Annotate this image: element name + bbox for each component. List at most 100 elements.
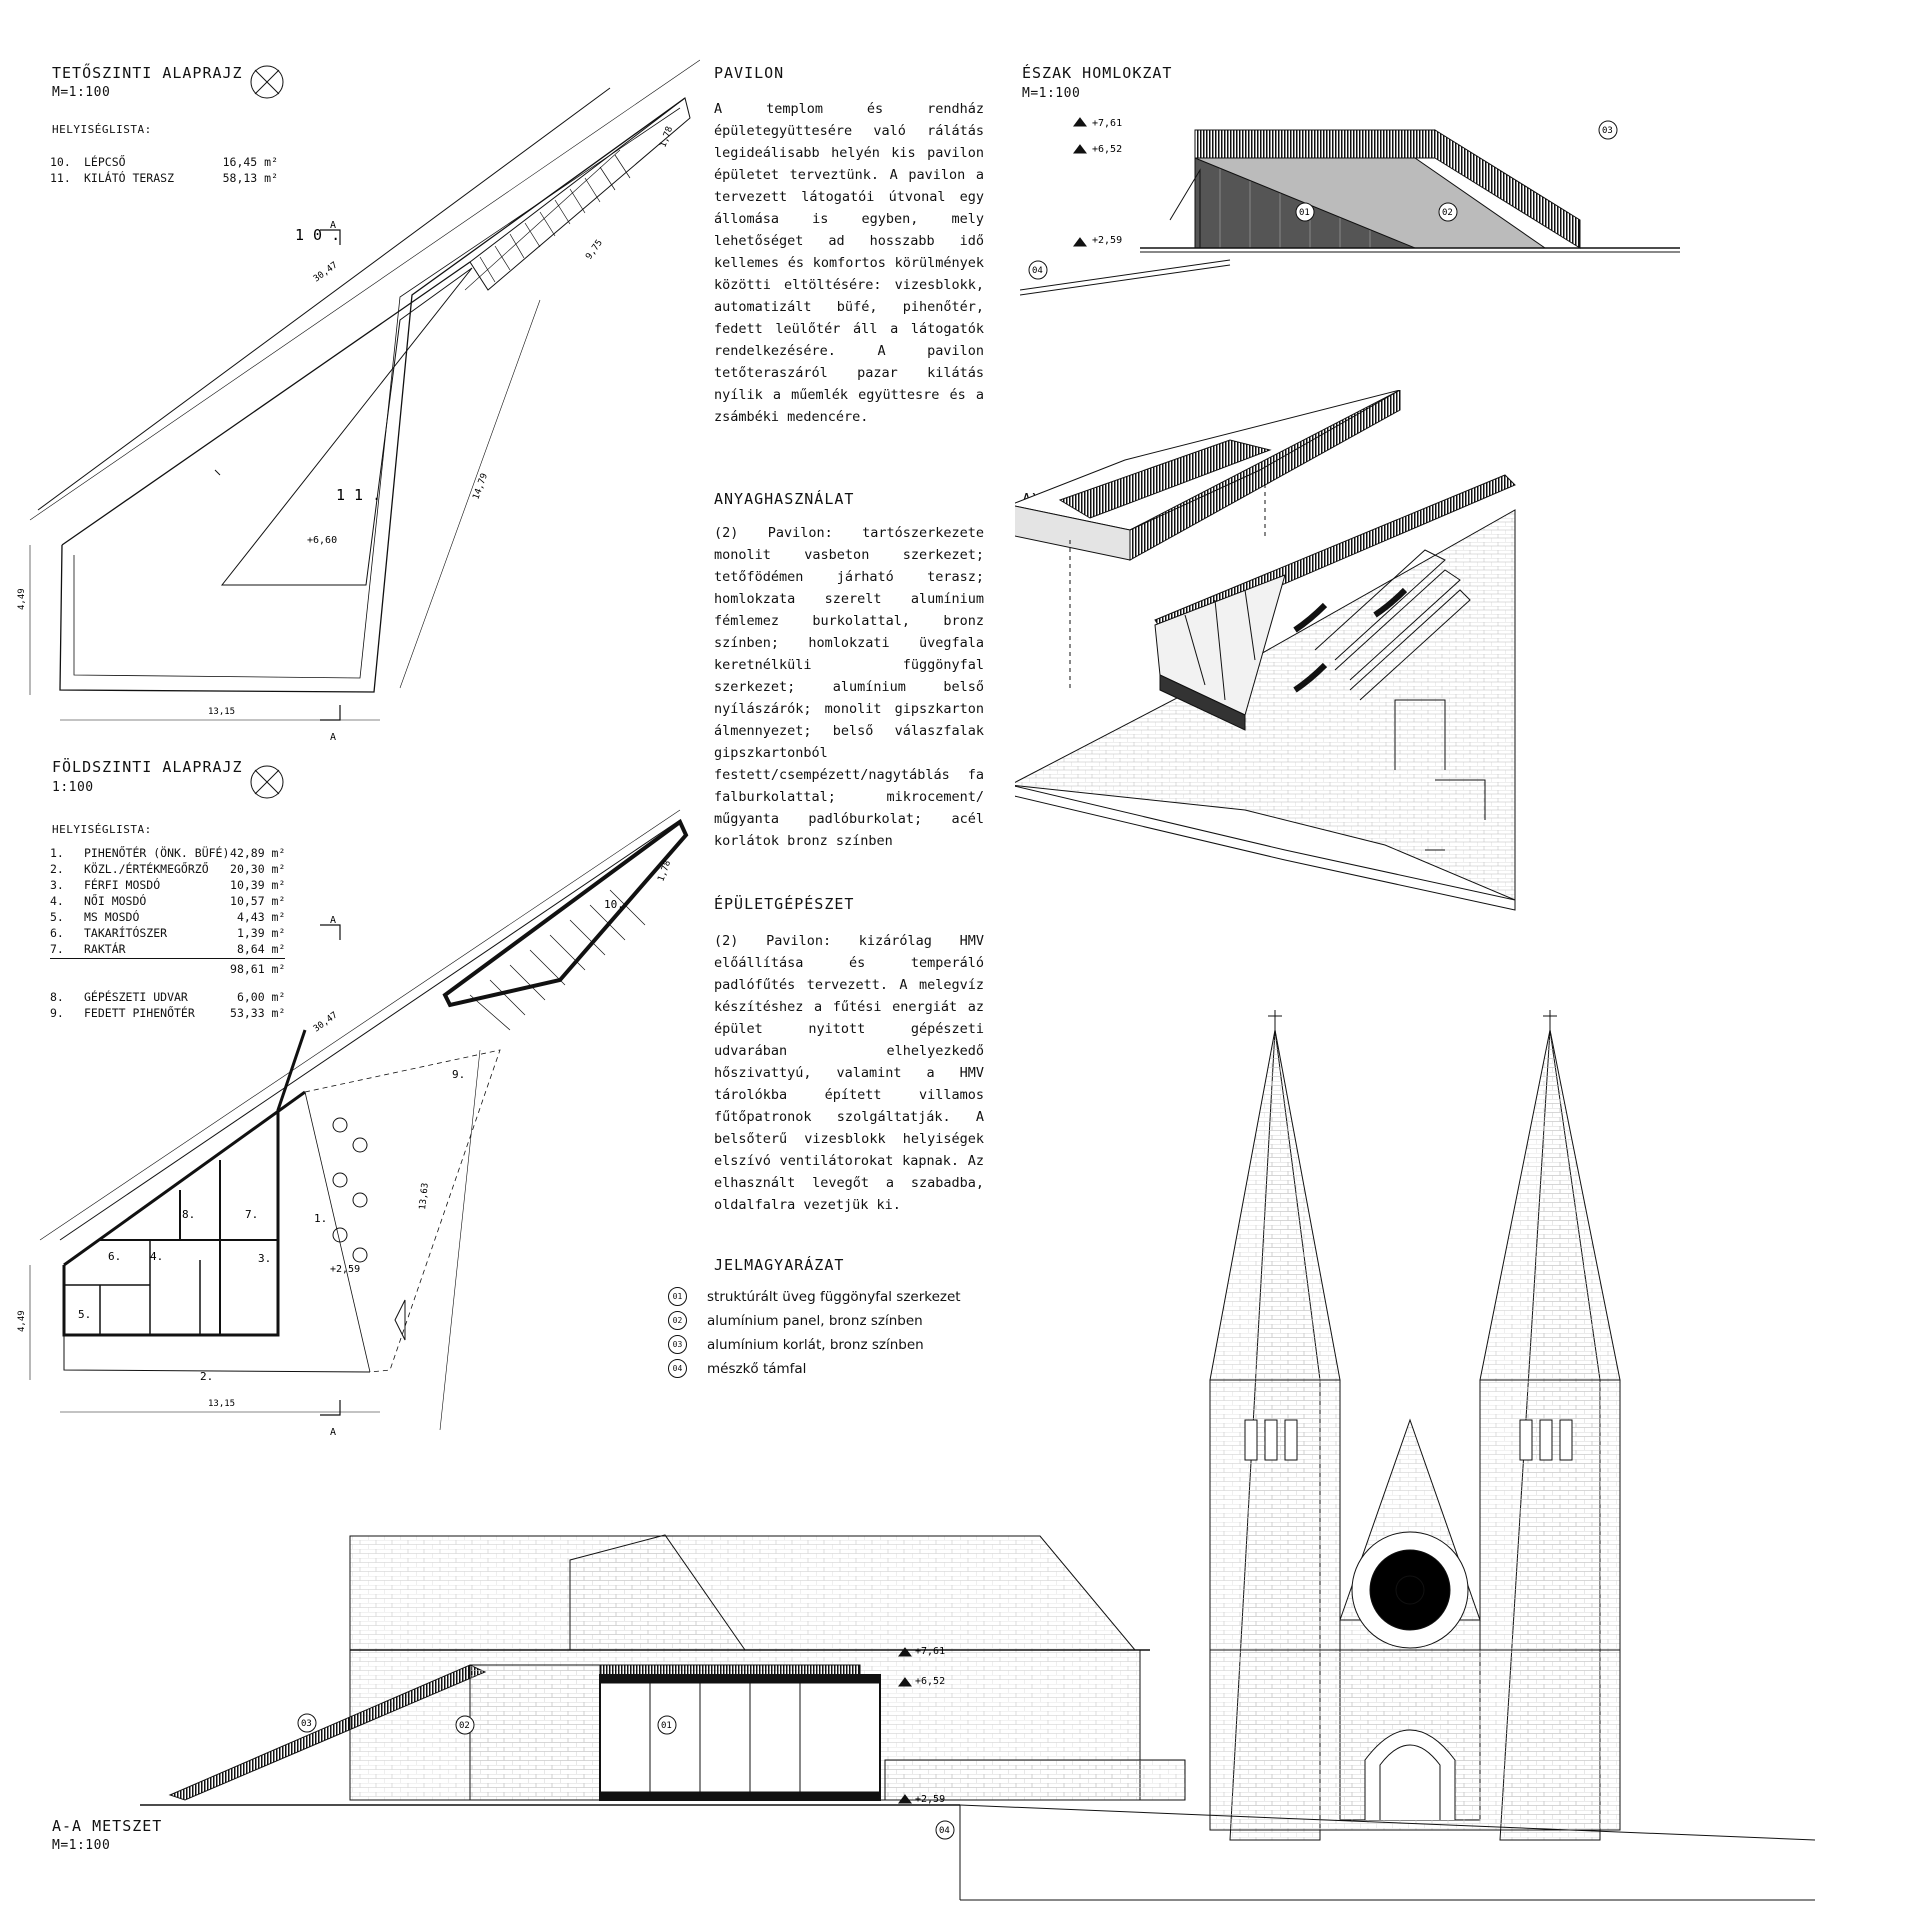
section-mark-label: A [330, 915, 336, 926]
room-area: 10,57 m² [230, 894, 286, 908]
section-level: +2,59 [915, 1794, 945, 1805]
room-number: 5. [50, 910, 64, 924]
section-drawing: +7,61 +6,52 +2,59 01 02 03 04 [140, 1010, 1816, 1901]
room-number: 4. [50, 894, 64, 908]
roof-dim-short: 1,78 [658, 125, 675, 149]
roof-plan-roomlist-title: HELYISÉGLISTA: [52, 123, 152, 136]
room-area: 10,39 m² [230, 878, 286, 892]
room-label-4: 4. [150, 1250, 163, 1263]
section-mark-label: A [330, 220, 336, 231]
section-level: +6,52 [915, 1676, 945, 1687]
room-name: GÉPÉSZETI UDVAR [84, 990, 188, 1004]
section-scale: M=1:100 [52, 1838, 111, 1853]
elevation-level: +2,59 [1092, 235, 1122, 246]
room-name: KÖZL./ÉRTÉKMEGŐRZŐ [84, 862, 209, 876]
section-level: +7,61 [915, 1646, 945, 1657]
legend-label: alumínium korlát, bronz színben [707, 1336, 924, 1353]
room-area: 4,43 m² [236, 910, 286, 924]
tag-01: 01 [661, 1721, 672, 1731]
materials-title: ANYAGHASZNÁLAT [714, 490, 855, 508]
roof-plan-room-table: 10. LÉPCSŐ 16,45 m² 11. KILÁTÓ TERASZ 58,13 … [50, 155, 278, 187]
roof-plan-drawing: 1 0 . 1 1 . +6,60 30,47 1,78 9,75 14,79 … [17, 59, 700, 743]
tag-04: 04 [939, 1826, 950, 1836]
roof-dim-left: 4,49 [17, 588, 27, 610]
room-area: 58,13 m² [222, 171, 278, 185]
roof-dim-mid: 9,75 [584, 238, 605, 262]
room-area: 53,33 m² [230, 1006, 286, 1020]
room-area: 42,89 m² [230, 846, 286, 860]
room-label-10: 10. [604, 898, 624, 911]
tag-02: 02 [459, 1721, 470, 1731]
roof-dim-bottom: 13,15 [208, 707, 235, 717]
room-label-7: 7. [245, 1208, 258, 1221]
room-name: PIHENŐTÉR (ÖNK. BÜFÉ) [84, 846, 230, 860]
pavilon-text: A templom és rendház épületegyüttesére v… [714, 101, 984, 425]
room-row: 11. KILÁTÓ TERASZ 58,13 m² [50, 171, 278, 187]
room-name: FÉRFI MOSDÓ [84, 878, 161, 892]
roof-plan-title: TETŐSZINTI ALAPRAJZ [52, 64, 243, 82]
room-name: RAKTÁR [84, 942, 126, 956]
ground-plan-title: FÖLDSZINTI ALAPRAJZ [52, 758, 243, 776]
room-number: 1. [50, 846, 64, 860]
room-label-1: 1. [314, 1212, 327, 1225]
legend-label: mészkő támfal [707, 1360, 807, 1377]
roof-terrace-label: 1 1 . [336, 486, 381, 504]
room-label-9: 9. [452, 1068, 465, 1081]
room-row: 1. PIHENŐTÉR (ÖNK. BÜFÉ)42,89 m² [50, 846, 285, 862]
room-name: LÉPCSŐ [84, 155, 126, 169]
room-area: 6,00 m² [236, 990, 286, 1004]
room-area: 16,45 m² [222, 155, 278, 169]
ground-dim-left: 4,49 [17, 1310, 27, 1332]
room-name: NŐI MOSDÓ [84, 894, 147, 908]
room-row: 5. MS MOSDÓ 4,43 m² [50, 910, 285, 926]
elevation-level: +6,52 [1092, 144, 1122, 155]
room-number: 10. [50, 155, 71, 169]
axonometry-drawing [1015, 390, 1516, 911]
tag-03: 03 [1602, 126, 1613, 136]
room-number: 7. [50, 942, 64, 956]
room-name: KILÁTÓ TERASZ [84, 171, 175, 185]
section-mark-label: A [330, 1427, 336, 1438]
tag-01: 01 [1299, 208, 1310, 218]
rooms-subtotal: 98,61 m² [230, 962, 286, 976]
legend-item: 03 alumínium korlát, bronz színben [668, 1335, 961, 1354]
north-elevation-scale: M=1:100 [1022, 86, 1081, 101]
room-row: 6. TAKARÍTÓSZER 1,39 m² [50, 926, 285, 942]
room-label-8: 8. [182, 1208, 195, 1221]
room-area: 1,39 m² [236, 926, 286, 940]
pavilon-title: PAVILON [714, 64, 785, 82]
section-title: A-A METSZET [52, 1817, 163, 1835]
ground-level-label: +2,59 [330, 1264, 360, 1275]
legend-badge: 03 [668, 1335, 687, 1354]
room-label-6: 6. [108, 1250, 121, 1263]
room-row: 8. GÉPÉSZETI UDVAR 6,00 m² [50, 990, 285, 1006]
legend-badge: 02 [668, 1311, 687, 1330]
ground-plan-room-table: 1.PIHENŐTÉR (ÖNK. BÜFÉ)42,89 m² 2.KÖZL./… [50, 846, 286, 1022]
tag-02: 02 [1442, 208, 1453, 218]
room-number: 6. [50, 926, 64, 940]
room-number: 8. [50, 990, 64, 1004]
room-label-2: 2. [200, 1370, 213, 1383]
room-name: TAKARÍTÓSZER [84, 926, 168, 940]
elevation-level: +7,61 [1092, 118, 1122, 129]
north-arrow-icon [250, 65, 284, 99]
section-mark-label: A [330, 732, 336, 743]
ground-plan-drawing: 1. 2. 3. 4. 5. 6. 7. 8. 9. 10. +2,59 30,… [17, 765, 689, 1438]
roof-dim-diag: 14,79 [471, 472, 490, 501]
room-number: 9. [50, 1006, 64, 1020]
legend-label: struktúrált üveg függönyfal szerkezet [707, 1288, 961, 1305]
room-label-3: 3. [258, 1252, 271, 1265]
room-name: MS MOSDÓ [84, 910, 140, 924]
roof-stair-label: 1 0 . [295, 226, 340, 244]
ground-dim-short: 1,78 [656, 859, 673, 883]
room-number: 11. [50, 171, 71, 185]
subtotal-row: 98,61 m² [50, 959, 285, 979]
room-area: 20,30 m² [230, 862, 286, 876]
north-elevation-title: ÉSZAK HOMLOKZAT [1022, 64, 1173, 82]
